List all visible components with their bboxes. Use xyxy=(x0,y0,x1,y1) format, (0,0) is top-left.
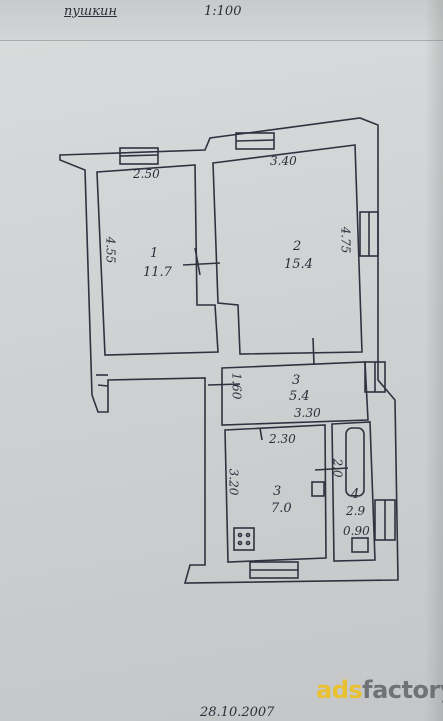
watermark-part2: factory xyxy=(362,676,443,704)
room1-width: 2.50 xyxy=(133,167,160,181)
room1-number: 1 xyxy=(150,246,159,261)
bath-area: 2.9 xyxy=(346,504,366,518)
kitchen-number: 3 xyxy=(273,484,282,499)
kitchen-length: 3.20 xyxy=(226,468,241,496)
kitchen-width: 2.30 xyxy=(269,432,296,446)
bath-number: 4 xyxy=(351,487,360,502)
room2-width: 3.40 xyxy=(270,154,297,168)
bath-length: 2.0 xyxy=(330,458,345,478)
scale-label: 1:100 xyxy=(204,4,242,19)
room1-length: 4.55 xyxy=(103,236,118,264)
bath-width: 0.90 xyxy=(343,524,370,538)
hall-height: 1.60 xyxy=(229,372,244,400)
watermark-part1: ads xyxy=(316,676,363,704)
kitchen-area: 7.0 xyxy=(271,501,292,516)
adsfactory-watermark: adsfactory xyxy=(316,676,443,704)
room2-area: 15.4 xyxy=(284,257,313,272)
street-name: пушкин xyxy=(64,4,117,19)
hall-width: 3.30 xyxy=(294,406,321,420)
room2-number: 2 xyxy=(293,239,302,254)
room2-length: 4.75 xyxy=(338,226,353,254)
paper-fold-shadow xyxy=(425,0,443,721)
sheet-top-edge xyxy=(0,0,443,41)
room1-area: 11.7 xyxy=(143,265,172,280)
document-date: 28.10.2007 xyxy=(200,705,275,720)
hall-area: 5.4 xyxy=(289,389,310,404)
hall-number: 3 xyxy=(292,373,301,388)
